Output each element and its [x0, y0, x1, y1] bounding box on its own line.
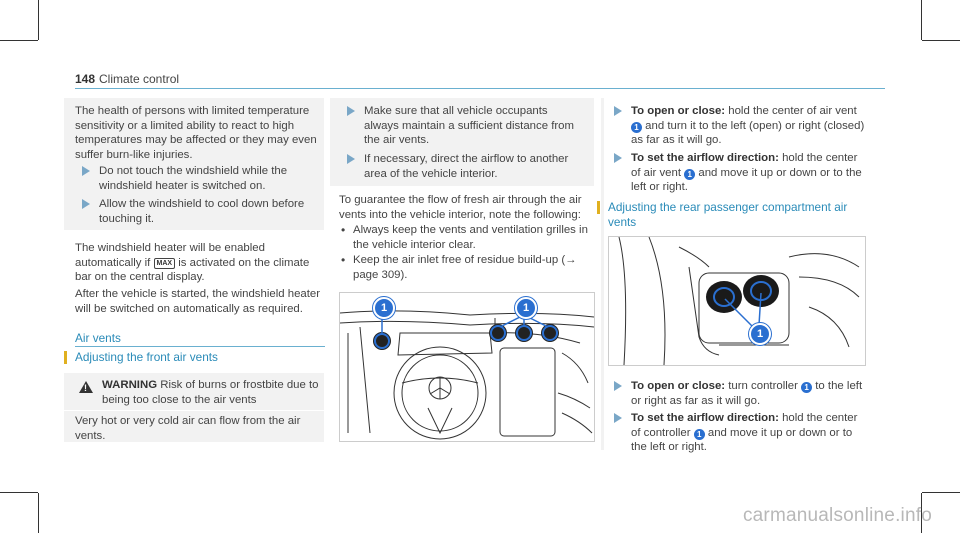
info-box	[330, 98, 594, 186]
crop-mark	[922, 40, 960, 41]
front-vents-heading: Adjusting the front air vents	[75, 350, 218, 364]
front-vents-figure: 1 1	[339, 292, 595, 442]
callout-badge: 1	[631, 121, 642, 133]
figure-callout-badge: 1	[749, 323, 771, 345]
page-number: 148	[75, 72, 96, 86]
crop-mark	[0, 40, 38, 41]
paragraph: To guarantee the flow of fresh air throu…	[339, 194, 582, 221]
step-item: To set the airflow direction: hold the c…	[614, 411, 868, 456]
callout-badge: 1	[693, 428, 705, 440]
list-item: •Always keep the vents and ventilation g…	[341, 223, 588, 251]
step-arrow-icon	[347, 154, 355, 164]
paragraph: The windshield heater will be enabled au…	[75, 242, 310, 283]
step-item: To open or close: turn controller 1 to t…	[614, 379, 868, 409]
crop-mark	[38, 493, 39, 533]
heading-marker	[597, 201, 600, 214]
crop-mark	[0, 492, 38, 493]
step-arrow-icon	[614, 413, 622, 423]
dashboard-illustration	[340, 310, 594, 440]
divider	[64, 410, 324, 411]
windshield-max-icon: MAX	[153, 257, 176, 269]
air-vents-heading: Air vents	[75, 331, 121, 345]
warning-body: Very hot or very cold air can flow from …	[75, 415, 301, 442]
crop-mark	[922, 492, 960, 493]
paragraph: After the vehicle is started, the windsh…	[75, 288, 321, 315]
rear-vents-illustration	[618, 237, 860, 365]
crop-mark	[921, 0, 922, 40]
step-arrow-icon	[347, 106, 355, 116]
heading-marker	[64, 351, 67, 364]
crop-mark	[38, 0, 39, 40]
warning-box	[64, 373, 324, 442]
warning-icon	[79, 381, 95, 395]
figure-callout-badge: 1	[373, 297, 395, 319]
column-rule	[601, 98, 604, 450]
step-arrow-icon	[614, 106, 622, 116]
rear-vents-figure: 1	[608, 236, 866, 366]
warning-text: WARNING Risk of burns or frostbite due t…	[102, 379, 319, 406]
step-item: Do not touch the windshield while the wi…	[82, 164, 322, 194]
step-item: To set the airflow direction: hold the c…	[614, 151, 868, 196]
header-rule	[75, 88, 885, 89]
info-box-text: The health of persons with limited tempe…	[75, 105, 317, 161]
heading-rule	[75, 346, 325, 347]
callout-badge: 1	[801, 382, 813, 393]
crop-mark	[921, 493, 922, 533]
step-arrow-icon	[614, 381, 622, 391]
step-arrow-icon	[614, 153, 622, 163]
step-arrow-icon	[82, 199, 90, 209]
callout-badge: 1	[684, 168, 696, 180]
list-item: •Keep the air inlet free of residue buil…	[341, 253, 577, 281]
info-box	[64, 98, 324, 230]
step-item: If necessary, direct the airflow to anot…	[347, 152, 587, 182]
step-arrow-icon	[82, 166, 90, 176]
step-item: To open or close: hold the center of air…	[614, 104, 868, 149]
section-title: Climate control	[99, 72, 180, 86]
step-item: Allow the windshield to cool down before…	[82, 197, 322, 227]
rear-vents-heading: Adjusting the rear passenger compartment…	[608, 200, 848, 229]
step-item: Make sure that all vehicle occupants alw…	[347, 104, 587, 149]
watermark: carmanualsonline.info	[742, 505, 932, 526]
figure-callout-badge: 1	[515, 297, 537, 319]
